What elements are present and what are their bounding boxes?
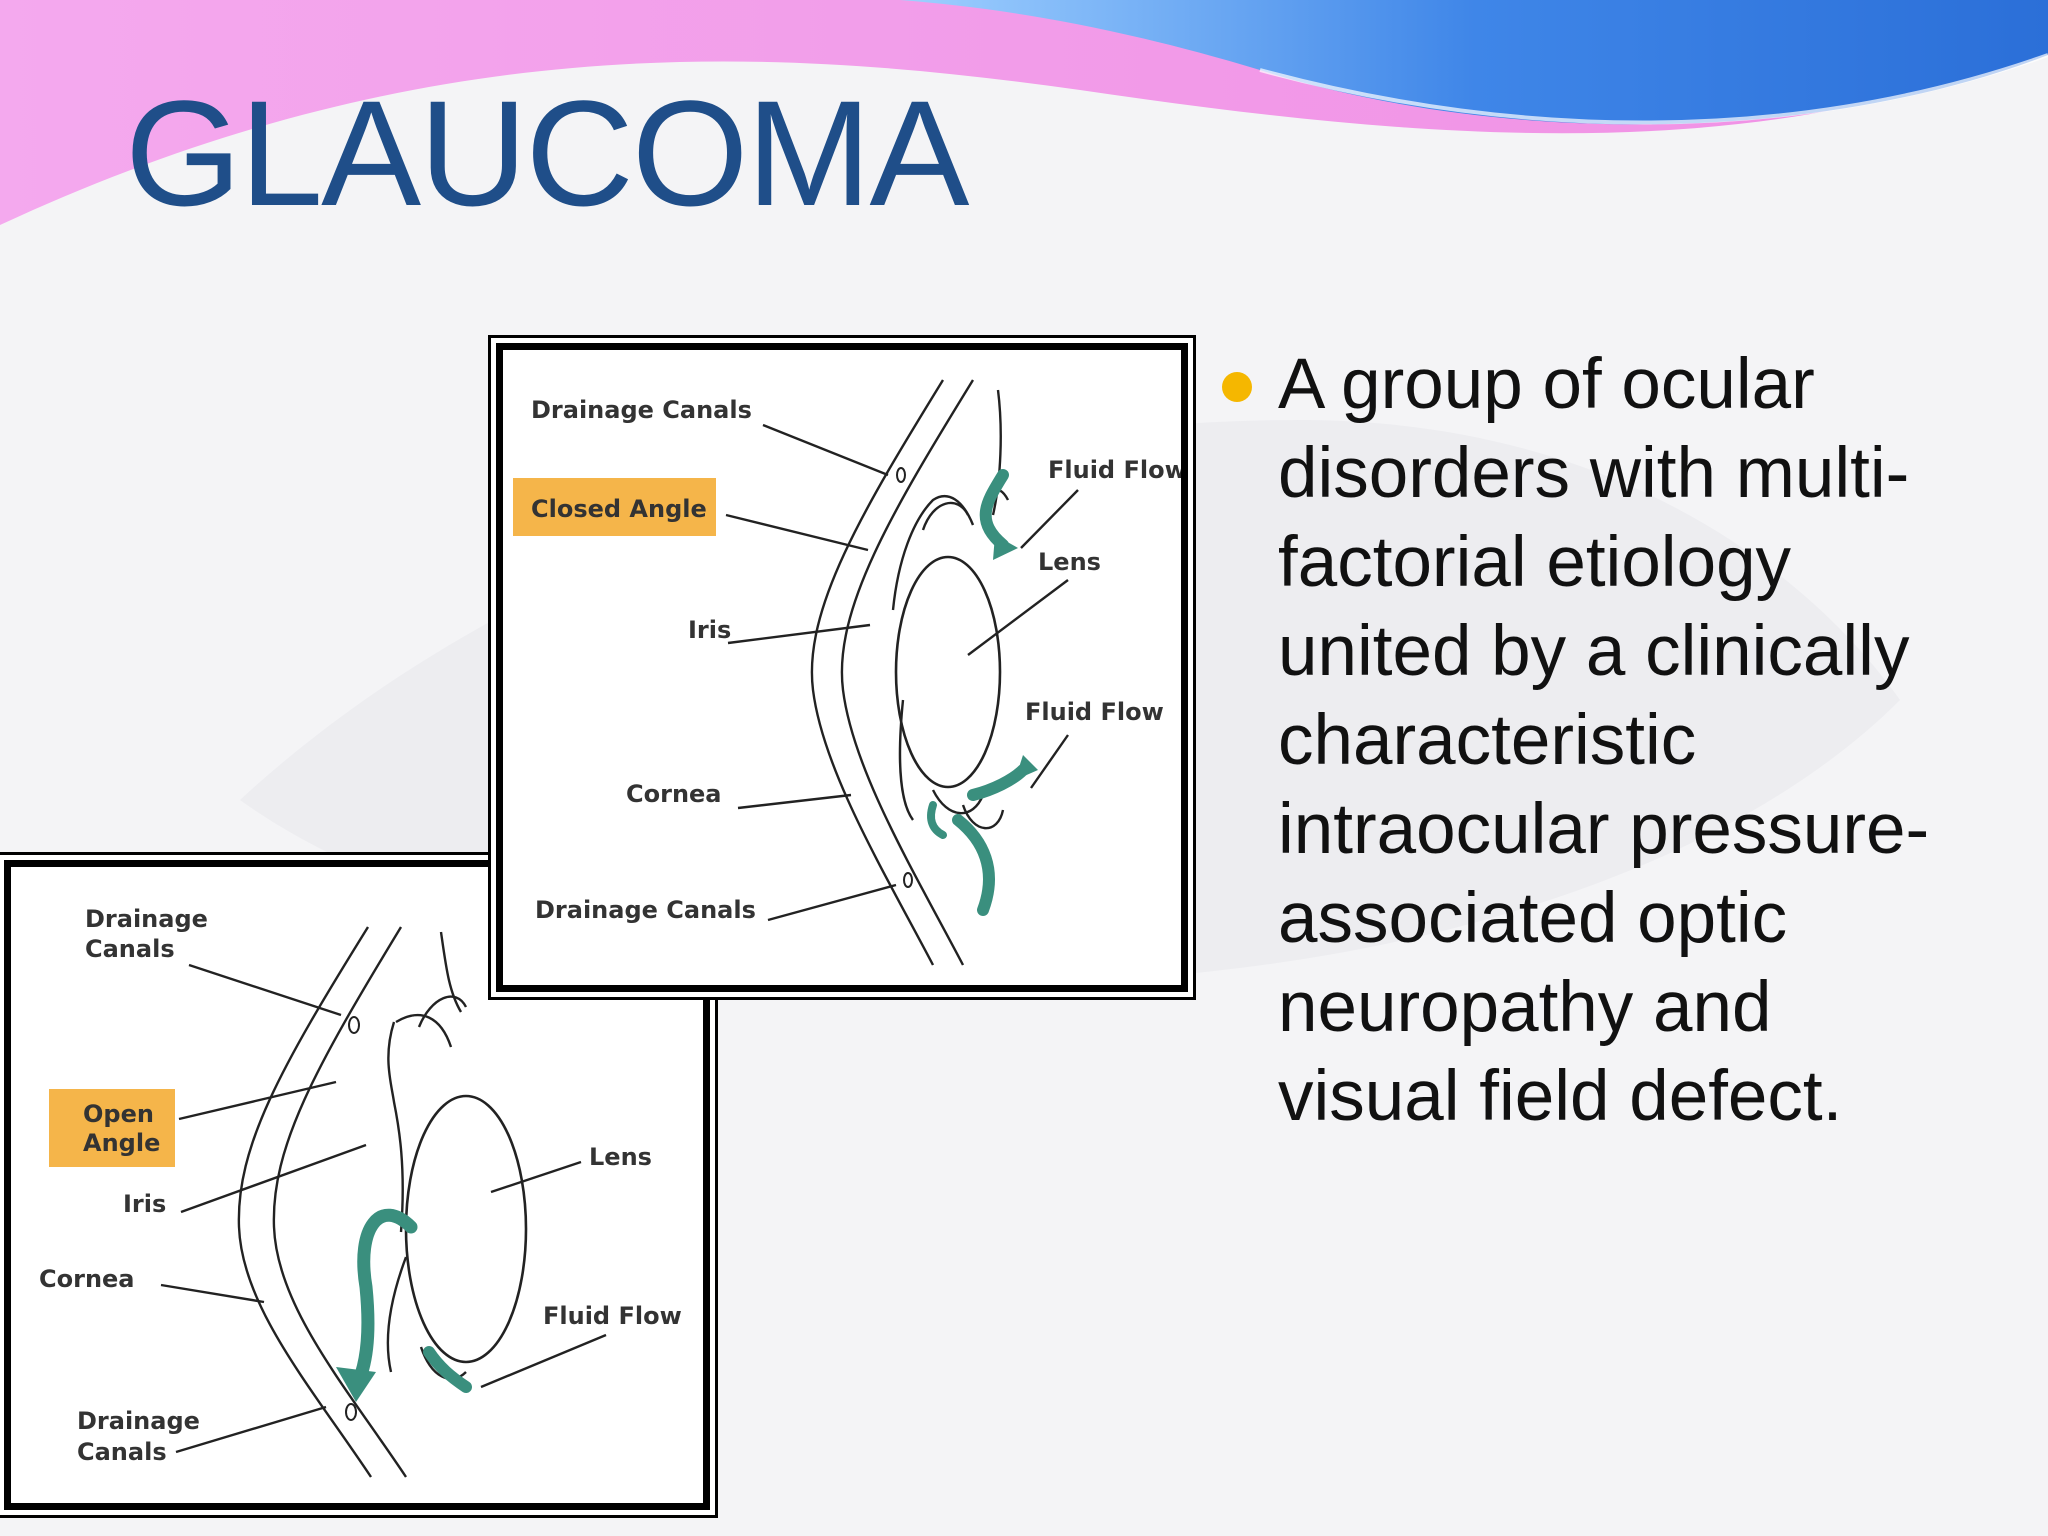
label-open-angle-1: Open xyxy=(83,1100,154,1128)
closed-angle-diagram: Drainage Canals Closed Angle Fluid Flow … xyxy=(496,343,1188,992)
bullet-line: A group of ocular xyxy=(1278,345,1815,424)
label-cornea: Cornea xyxy=(626,780,722,808)
bullet-line: disorders with multi- xyxy=(1278,434,1910,513)
label-fluid-flow: Fluid Flow xyxy=(543,1302,682,1330)
label-iris: Iris xyxy=(688,616,731,644)
label-drainage-bottom-1: Drainage xyxy=(77,1407,200,1435)
label-closed-angle: Closed Angle xyxy=(531,495,707,523)
bullet-dot-icon xyxy=(1222,372,1252,402)
label-drainage-canals-bottom: Drainage Canals xyxy=(535,896,756,924)
label-iris: Iris xyxy=(123,1190,166,1218)
bullet-line: united by a clinically xyxy=(1278,612,1910,691)
label-cornea: Cornea xyxy=(39,1265,135,1293)
bullet-line: intraocular pressure- xyxy=(1278,790,1930,869)
label-drainage-top-2: Canals xyxy=(85,935,175,963)
label-drainage-top-1: Drainage xyxy=(85,905,208,933)
page-title: GLAUCOMA xyxy=(125,69,969,237)
label-fluid-flow-top: Fluid Flow xyxy=(1048,456,1181,484)
open-angle-highlight xyxy=(49,1089,175,1167)
bullet-line: visual field defect. xyxy=(1278,1057,1843,1136)
label-drainage-bottom-2: Canals xyxy=(77,1438,167,1466)
label-drainage-canals-top: Drainage Canals xyxy=(531,396,752,424)
bullet-line: factorial etiology xyxy=(1278,523,1792,602)
bullet-line: associated optic xyxy=(1278,879,1788,958)
bullet-line: characteristic xyxy=(1278,701,1697,780)
label-open-angle-2: Angle xyxy=(83,1129,160,1157)
label-lens: Lens xyxy=(589,1143,652,1171)
label-lens: Lens xyxy=(1038,548,1101,576)
bullet-line: neuropathy and xyxy=(1278,968,1772,1047)
bullet-text: A group of ocular disorders with multi- … xyxy=(1278,340,1929,1141)
label-fluid-flow-bottom: Fluid Flow xyxy=(1025,698,1164,726)
closed-angle-highlight xyxy=(513,478,716,536)
